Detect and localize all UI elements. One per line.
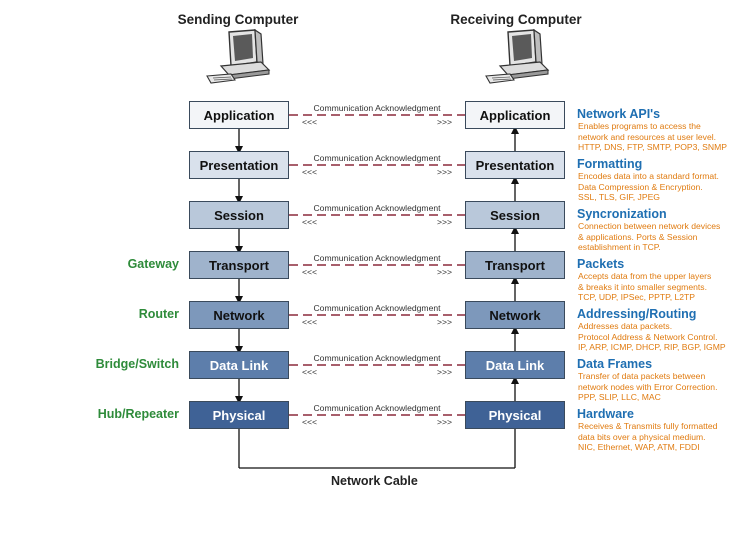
ack-direction-arrows: <<< >>> bbox=[302, 167, 452, 177]
layer-description-line: data bits over a physical medium. bbox=[578, 431, 706, 442]
left-arrows: <<< bbox=[302, 167, 318, 177]
layer-description-title: Network API's bbox=[577, 107, 661, 121]
communication-ack-label: Communication Acknowledgment bbox=[313, 303, 441, 313]
right-arrows: >>> bbox=[436, 417, 452, 427]
sending-layer-session: Session bbox=[189, 201, 289, 229]
communication-ack-label: Communication Acknowledgment bbox=[313, 153, 441, 163]
layer-description-line: network nodes with Error Correction. bbox=[578, 381, 718, 392]
layer-description-title: Hardware bbox=[577, 407, 634, 421]
left-arrows: <<< bbox=[302, 367, 318, 377]
right-arrows: >>> bbox=[436, 117, 452, 127]
left-arrows: <<< bbox=[302, 217, 318, 227]
communication-ack-label: Communication Acknowledgment bbox=[313, 203, 441, 213]
device-label: Router bbox=[138, 307, 179, 321]
layer-description-line: & applications. Ports & Session bbox=[578, 231, 698, 242]
receiving-layer-transport: Transport bbox=[465, 251, 565, 279]
receiving-layer-network: Network bbox=[465, 301, 565, 329]
layer-description-line: & breaks it into smaller segments. bbox=[578, 281, 707, 292]
layer-description-line: Addresses data packets. bbox=[578, 321, 673, 331]
layer-description-line: Connection between network devices bbox=[578, 221, 721, 231]
ack-direction-arrows: <<< >>> bbox=[302, 317, 452, 327]
ack-direction-arrows: <<< >>> bbox=[302, 217, 452, 227]
layer-description-line: SSL, TLS, GIF, JPEG bbox=[578, 192, 660, 202]
sending-computer-title: Sending Computer bbox=[177, 12, 299, 27]
receiving-layer-presentation: Presentation bbox=[465, 151, 565, 179]
right-arrows: >>> bbox=[436, 317, 452, 327]
communication-ack-label: Communication Acknowledgment bbox=[313, 253, 441, 263]
device-label: Hub/Repeater bbox=[97, 407, 179, 421]
receiving-layer-physical: Physical bbox=[465, 401, 565, 429]
sending-layer-transport: Transport bbox=[189, 251, 289, 279]
ack-direction-arrows: <<< >>> bbox=[302, 267, 452, 277]
sending-computer-icon bbox=[206, 28, 271, 84]
device-label: Gateway bbox=[127, 257, 179, 271]
sending-layer-data-link: Data Link bbox=[189, 351, 289, 379]
layer-description-line: Encodes data into a standard format. bbox=[578, 171, 719, 181]
layer-description-line: Transfer of data packets between bbox=[578, 371, 706, 381]
layer-description-line: Enables programs to access the bbox=[578, 121, 701, 131]
layer-description-line: establishment in TCP. bbox=[578, 242, 661, 252]
layer-description-line: IP, ARP, ICMP, DHCP, RIP, BGP, IGMP bbox=[578, 342, 726, 352]
receiving-computer-icon bbox=[485, 28, 550, 84]
receiving-layer-session: Session bbox=[465, 201, 565, 229]
layer-description-line: NIC, Ethernet, WAP, ATM, FDDI bbox=[578, 442, 700, 452]
ack-direction-arrows: <<< >>> bbox=[302, 117, 452, 127]
receiving-layer-application: Application bbox=[465, 101, 565, 129]
receiving-layer-data-link: Data Link bbox=[465, 351, 565, 379]
left-arrows: <<< bbox=[302, 417, 318, 427]
layer-description-line: Accepts data from the upper layers bbox=[578, 271, 712, 281]
right-arrows: >>> bbox=[436, 167, 452, 177]
right-arrows: >>> bbox=[436, 217, 452, 227]
right-arrows: >>> bbox=[436, 267, 452, 277]
communication-ack-label: Communication Acknowledgment bbox=[313, 403, 441, 413]
layer-description-title: Data Frames bbox=[577, 357, 653, 371]
ack-direction-arrows: <<< >>> bbox=[302, 367, 452, 377]
sending-layer-network: Network bbox=[189, 301, 289, 329]
layer-description-line: TCP, UDP, IPSec, PPTP, L2TP bbox=[578, 292, 696, 302]
layer-description-line: HTTP, DNS, FTP, SMTP, POP3, SNMP bbox=[578, 142, 727, 152]
sending-layer-application: Application bbox=[189, 101, 289, 129]
right-arrows: >>> bbox=[436, 367, 452, 377]
device-label: Bridge/Switch bbox=[95, 357, 179, 371]
sending-layer-presentation: Presentation bbox=[189, 151, 289, 179]
left-arrows: <<< bbox=[302, 117, 318, 127]
network-cable-label: Network Cable bbox=[331, 474, 418, 488]
receiving-computer-title: Receiving Computer bbox=[450, 12, 582, 27]
left-arrows: <<< bbox=[302, 267, 318, 277]
communication-ack-label: Communication Acknowledgment bbox=[313, 353, 441, 363]
layer-description-title: Formatting bbox=[577, 157, 643, 171]
sending-layer-physical: Physical bbox=[189, 401, 289, 429]
ack-direction-arrows: <<< >>> bbox=[302, 417, 452, 427]
layer-description-title: Addressing/Routing bbox=[577, 307, 697, 321]
layer-description-title: Packets bbox=[577, 257, 625, 271]
layer-description-title: Syncronization bbox=[577, 207, 667, 221]
layer-description-line: network and resources at user level. bbox=[578, 131, 717, 142]
left-arrows: <<< bbox=[302, 317, 318, 327]
communication-ack-label: Communication Acknowledgment bbox=[313, 103, 441, 113]
layer-description-line: Receives & Transmits fully formatted bbox=[578, 421, 718, 431]
layer-description-line: Data Compression & Encryption. bbox=[578, 181, 703, 192]
layer-description-line: PPP, SLIP, LLC, MAC bbox=[578, 392, 661, 402]
layer-description-line: Protocol Address & Network Control. bbox=[578, 331, 718, 342]
